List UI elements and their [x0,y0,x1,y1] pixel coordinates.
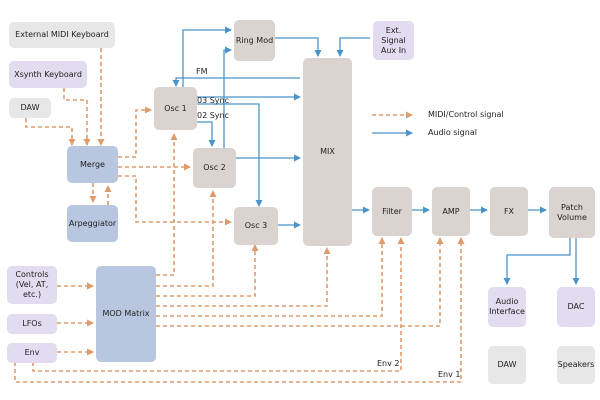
lfos-label: LFOs [22,319,42,328]
sync3-label: 03 Sync [197,96,230,105]
modmatrix-to-amp-line [156,237,444,327]
amp-label: AMP [442,206,460,216]
dac-box: DAC [557,287,595,327]
ring-mod-label: Ring Mod [235,35,274,45]
modmatrix-to-filter-line [156,237,386,317]
legend-audio-label: Audio signal [428,128,477,137]
env-label: Env [24,348,40,357]
sync2-label: 02 Sync [197,111,230,120]
fm-label: FM [196,67,208,76]
ring-mod-box: Ring Mod [234,20,275,61]
sync2-line [197,121,216,147]
external-midi-keyboard-box: External MIDI Keyboard [9,22,115,48]
xsynth-keyboard-box: Xsynth Keyboard [9,61,87,88]
env2-to-filter-line [32,237,405,372]
patch-volume-to-audio-interface-line [503,238,571,285]
env2-label: Env 2 [377,359,400,368]
fx-box: FX [490,187,528,236]
controls-box: Controls (Vel, AT, etc.) [7,266,57,304]
audio-interface-label: Audio Interface [489,297,525,316]
amp-box: AMP [432,187,470,236]
merge-to-osc1-line [118,106,152,158]
osc1-label: Osc 1 [164,103,187,113]
mod-matrix-label: MOD Matrix [102,309,150,318]
speakers-label: Speakers [557,360,595,369]
daw-input-label: DAW [20,103,40,112]
osc2-box: Osc 2 [193,148,236,188]
ext-signal-aux-in-label: Ext. Signal Aux In [380,25,407,55]
merge-to-osc3-line [118,175,232,226]
filter-label: Filter [382,206,402,216]
daw-output-box: DAW [488,346,526,384]
arpeggiator-box: Arpeggiator [67,205,118,242]
osc3-label: Osc 3 [244,221,268,230]
merge-box: Merge [67,146,118,183]
dac-label: DAC [567,302,585,311]
xsynth-to-merge-line [63,88,91,146]
fx-label: FX [503,206,515,216]
patch-volume-label: Patch Volume [557,202,587,222]
speakers-box: Speakers [557,346,595,384]
ringmod-to-mix-line [275,37,322,57]
modmatrix-to-osc1-line [156,133,178,276]
lfos-box: LFOs [7,314,57,334]
osc1-to-ringmod-line [182,26,232,87]
filter-box: Filter [372,187,412,236]
legend-midi-label: MIDI/Control signal [428,110,504,119]
modmatrix-to-osc3-line [156,244,259,297]
patch-volume-box: Patch Volume [549,187,595,238]
mix-label: MIX [320,147,335,156]
merge-label: Merge [80,159,105,169]
env1-label: Env 1 [438,370,461,379]
mix-box: MIX [303,58,352,246]
external-midi-keyboard-label: External MIDI Keyboard [15,30,109,39]
env-box: Env [7,343,57,363]
controls-label: Controls (Vel, AT, etc.) [15,270,49,299]
ext-signal-to-mix-line [336,37,370,57]
modmatrix-to-mix-line [156,247,331,307]
daw-input-box: DAW [9,98,51,118]
modmatrix-to-osc2-line [156,190,217,287]
osc2-to-ringmod-line [223,46,232,148]
arpeggiator-label: Arpeggiator [68,218,117,228]
osc3-box: Osc 3 [234,207,278,245]
osc1-box: Osc 1 [154,87,197,130]
ext-signal-aux-in-box: Ext. Signal Aux In [373,21,414,60]
mod-matrix-box: MOD Matrix [96,266,156,362]
osc2-label: Osc 2 [203,163,226,172]
sync3-line [197,103,263,207]
fm-line [172,77,300,87]
xsynth-keyboard-label: Xsynth Keyboard [14,69,82,79]
daw-to-merge-line [25,118,76,146]
daw-output-label: DAW [497,360,517,369]
audio-interface-box: Audio Interface [488,287,526,327]
